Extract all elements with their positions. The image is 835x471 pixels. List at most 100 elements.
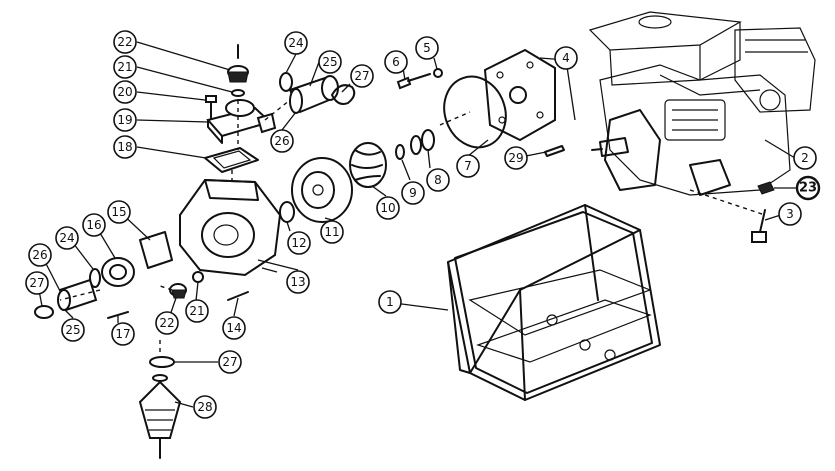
part-9-washer: [395, 144, 405, 160]
part-5-washer: [433, 68, 443, 78]
callout-22a-label: 22: [117, 35, 132, 49]
callout-24a-label: 24: [288, 36, 303, 50]
callout-26a: 26: [270, 129, 294, 153]
part-23-nut: [757, 181, 775, 195]
engine: [588, 11, 816, 196]
callout-3-label: 3: [786, 207, 794, 221]
callout-1-label: 1: [386, 295, 394, 309]
part-28-strainer: [138, 374, 182, 459]
part-18-gasket: [204, 147, 259, 173]
callout-27a-label: 27: [354, 69, 369, 83]
callout-21b: 21: [185, 299, 209, 323]
part-7-oring-large: [443, 75, 507, 149]
callout-9-label: 9: [409, 186, 417, 200]
callout-29: 29: [504, 146, 528, 170]
callout-25a-label: 25: [322, 55, 337, 69]
callout-24b-label: 24: [59, 231, 74, 245]
callout-2-label: 2: [801, 151, 809, 165]
callout-19-label: 19: [117, 113, 132, 127]
part-25-26-elbow-left: [57, 278, 98, 312]
part-13-pump-casing: [179, 178, 282, 277]
part-24-oring-left: [89, 268, 101, 288]
callout-9: 9: [401, 181, 425, 205]
callout-22b-label: 22: [159, 316, 174, 330]
part-22-drain-plug: [169, 283, 187, 299]
callout-12-label: 12: [291, 236, 306, 250]
assembly-lines: [59, 99, 766, 355]
callout-16-label: 16: [86, 218, 101, 232]
callout-15: 15: [107, 200, 131, 224]
callout-13-label: 13: [290, 275, 305, 289]
part-27-clamp-left: [34, 305, 54, 319]
callout-11-label: 11: [324, 225, 339, 239]
callout-23: 23: [795, 175, 821, 201]
part-4-flange: [483, 48, 556, 142]
callout-8: 8: [426, 168, 450, 192]
frame: [447, 204, 661, 401]
callout-5-label: 5: [423, 41, 431, 55]
callout-24a: 24: [284, 31, 308, 55]
callout-4-label: 4: [562, 51, 570, 65]
callout-26a-label: 26: [274, 134, 289, 148]
part-21-plug: [192, 271, 204, 283]
part-21-oring: [231, 89, 245, 97]
callout-8-label: 8: [434, 173, 442, 187]
callout-11: 11: [320, 220, 344, 244]
callout-20-label: 20: [117, 85, 132, 99]
callout-19: 19: [113, 108, 137, 132]
callout-27a: 27: [350, 64, 374, 88]
callout-14: 14: [222, 316, 246, 340]
part-25-26-elbow-top: [288, 75, 339, 114]
callout-2: 2: [793, 146, 817, 170]
callout-4: 4: [554, 46, 578, 70]
callout-28-label: 28: [197, 400, 212, 414]
callout-22b: 22: [155, 311, 179, 335]
part-29-key: [544, 145, 565, 157]
callout-6-label: 6: [392, 55, 400, 69]
callout-18: 18: [113, 135, 137, 159]
callout-5: 5: [415, 36, 439, 60]
part-10-impeller: [349, 142, 387, 188]
callout-25b: 25: [61, 318, 85, 342]
callout-6: 6: [384, 50, 408, 74]
callout-16: 16: [82, 213, 106, 237]
callout-12: 12: [287, 231, 311, 255]
callout-13: 13: [286, 270, 310, 294]
callout-27c-label: 27: [222, 355, 237, 369]
callout-28: 28: [193, 395, 217, 419]
callout-21a: 21: [113, 55, 137, 79]
callout-17: 17: [111, 322, 135, 346]
leader-lines: [36, 41, 803, 408]
callout-7: 7: [456, 154, 480, 178]
callout-26b: 26: [28, 243, 52, 267]
part-8-seal: [410, 129, 435, 155]
callout-7-label: 7: [464, 159, 472, 173]
callout-25a: 25: [318, 50, 342, 74]
callout-27c: 27: [218, 350, 242, 374]
callout-10-label: 10: [380, 201, 395, 215]
part-27-clamp-top: [331, 84, 356, 105]
part-3-bolt: [751, 209, 767, 243]
part-6-bolt: [396, 73, 431, 90]
part-27-clamp-bottom: [149, 356, 175, 368]
callouts: 22 21 20 19 18 24 25 26 27 6 5 4 29 7 8 …: [25, 30, 821, 419]
callout-17-label: 17: [115, 327, 130, 341]
part-19-outlet-head: [206, 99, 277, 144]
callout-20: 20: [113, 80, 137, 104]
part-15-gasket: [139, 231, 173, 269]
part-14-bolt: [227, 291, 249, 301]
part-16-inlet: [101, 257, 135, 287]
callout-26b-label: 26: [32, 248, 47, 262]
callout-29-label: 29: [508, 151, 523, 165]
callout-21a-label: 21: [117, 60, 132, 74]
part-24-oring-top: [279, 72, 293, 92]
part-22-top-cap: [227, 44, 249, 83]
callout-3: 3: [778, 202, 802, 226]
callout-1: 1: [378, 290, 402, 314]
callout-21b-label: 21: [189, 304, 204, 318]
part-11-volute: [291, 157, 353, 223]
callout-10: 10: [376, 196, 400, 220]
callout-18-label: 18: [117, 140, 132, 154]
callout-23-label: 23: [799, 181, 817, 196]
